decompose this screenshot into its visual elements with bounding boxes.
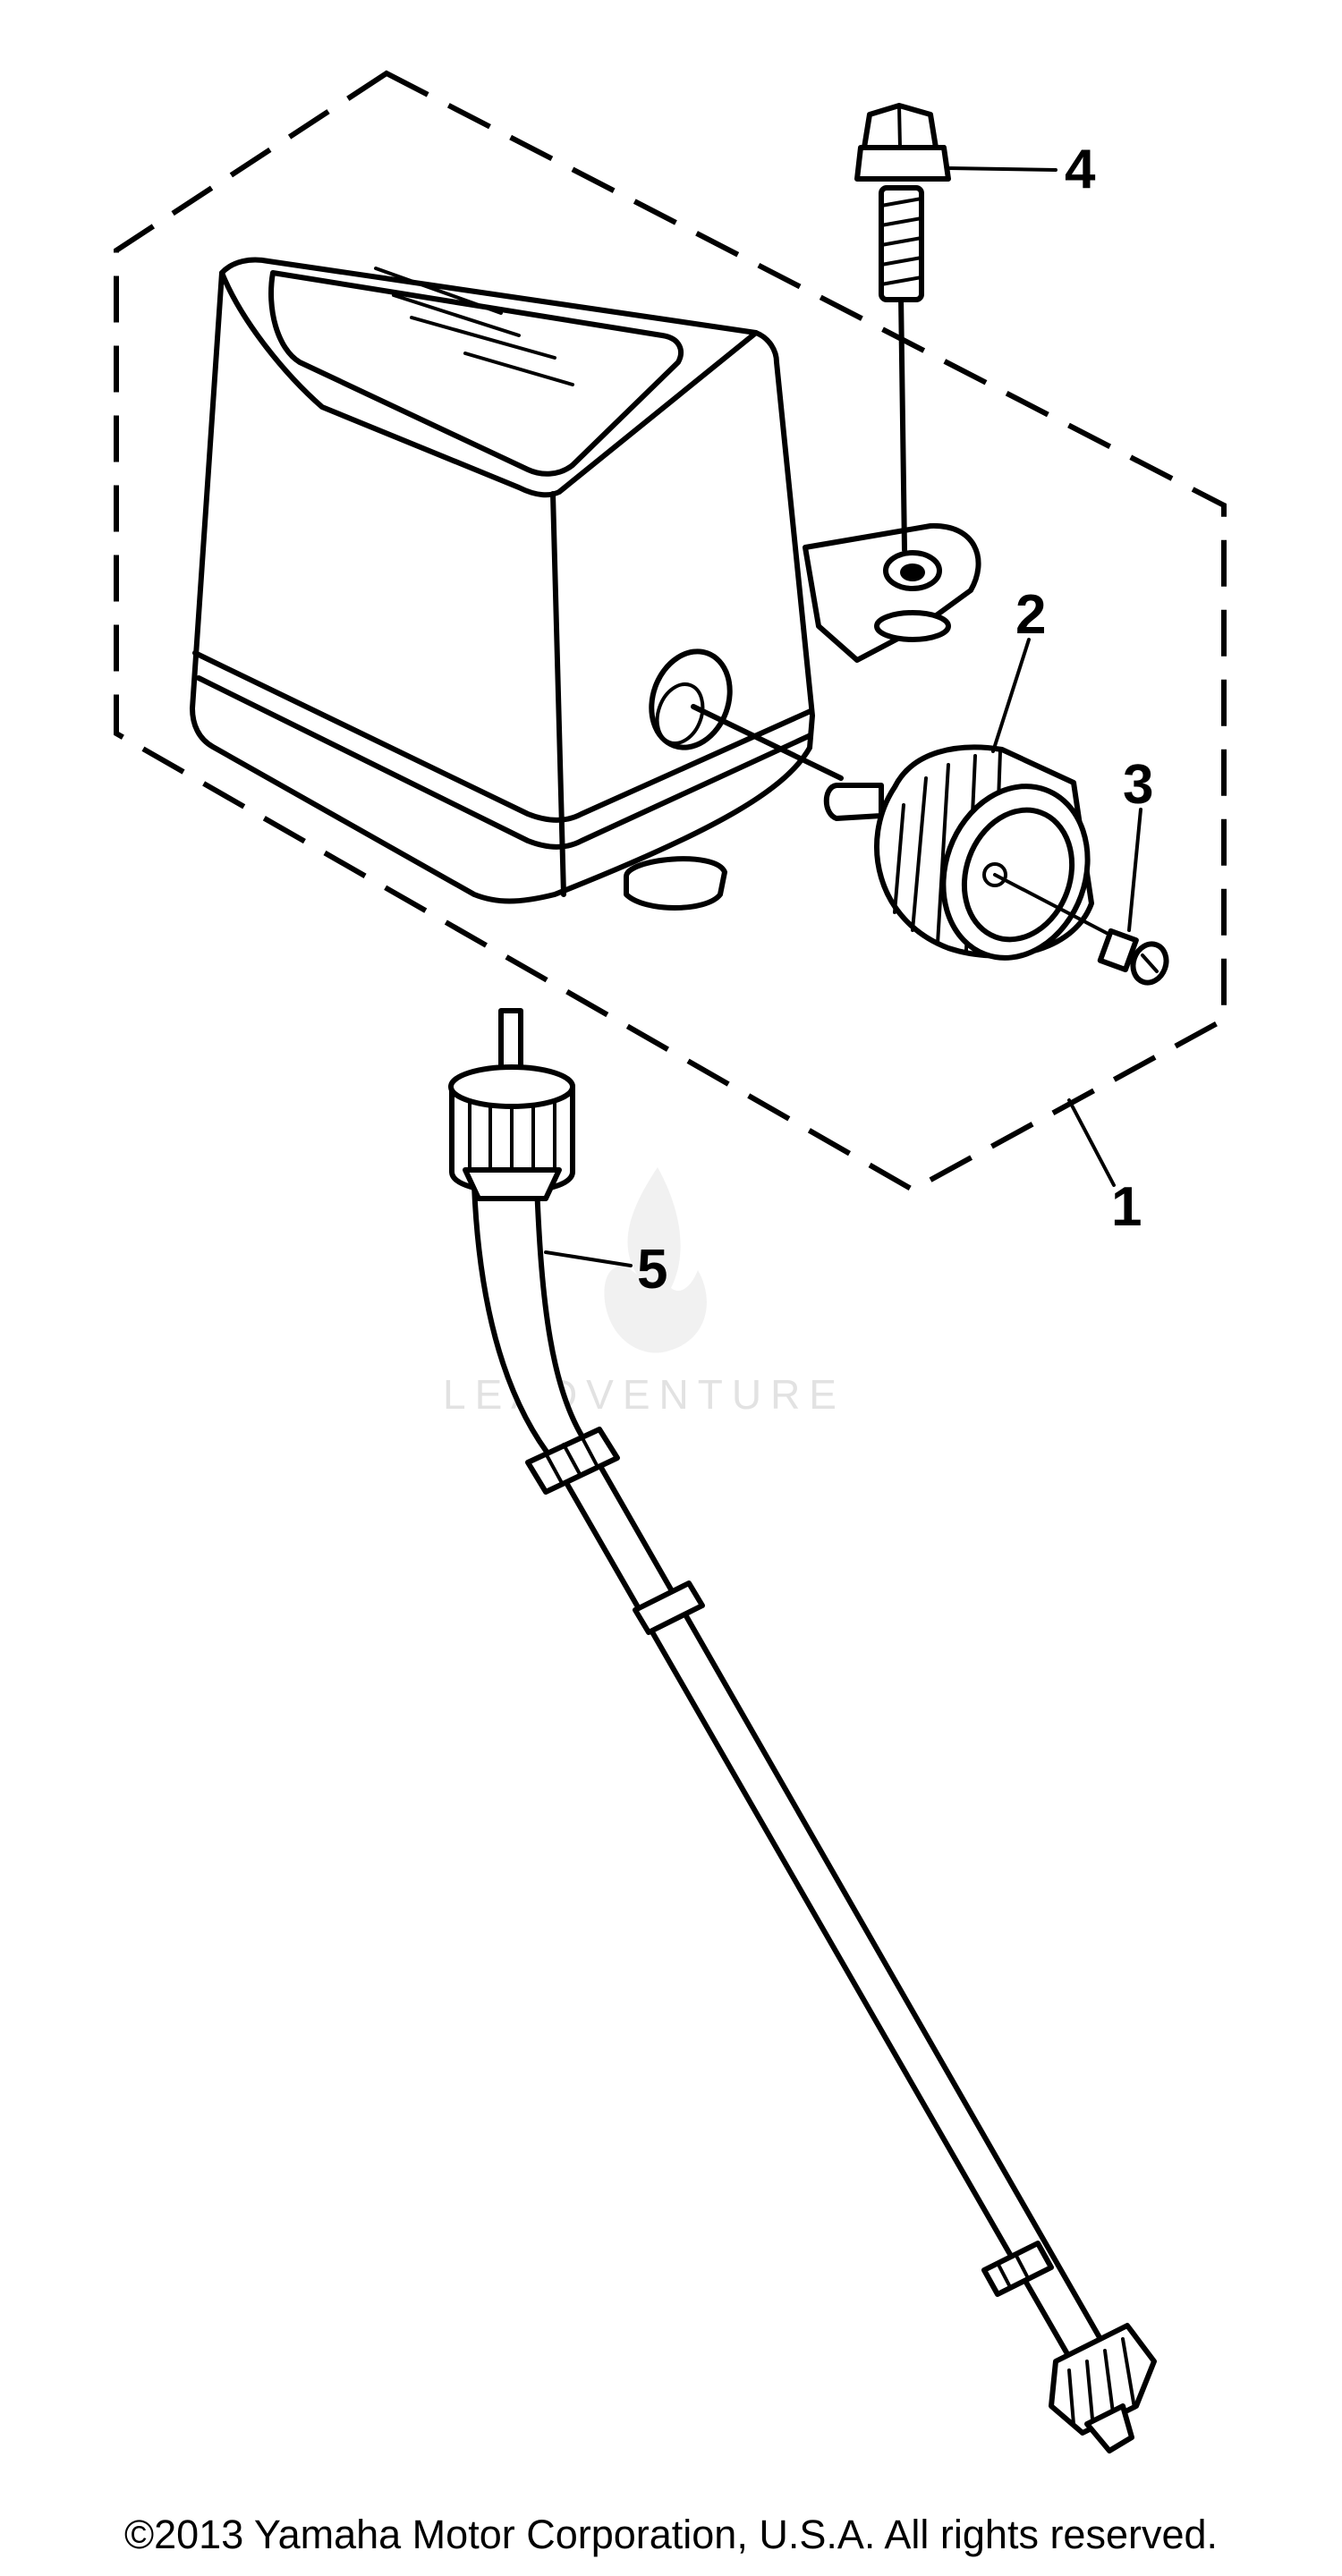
- speedometer-housing: [190, 257, 981, 911]
- leader-lines: [544, 166, 1142, 1267]
- callout-2: 2: [1015, 584, 1046, 646]
- speedometer-cable: [448, 1008, 1157, 2453]
- flame-logo: [604, 1167, 707, 1353]
- callout-5: 5: [637, 1239, 667, 1301]
- assembly-boundary: [114, 70, 1227, 1193]
- screw: [1097, 928, 1169, 986]
- adjuster-knob: [691, 704, 1120, 961]
- callout-3: 3: [1123, 754, 1153, 816]
- bolt: [854, 103, 951, 553]
- callout-4: 4: [1065, 139, 1096, 200]
- watermark-text: LEADVENTURE: [443, 1371, 845, 1418]
- callout-1: 1: [1111, 1176, 1142, 1238]
- copyright-notice: ©2013 Yamaha Motor Corporation, U.S.A. A…: [123, 2512, 1219, 2557]
